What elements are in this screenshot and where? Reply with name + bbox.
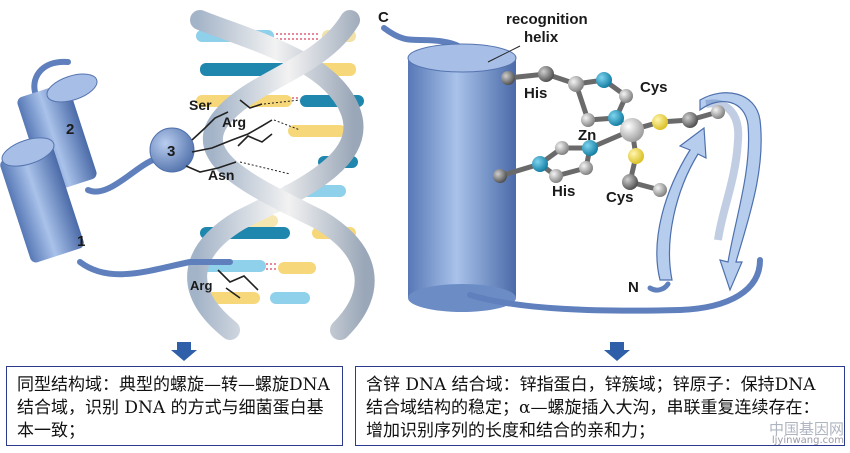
protein-dna-figure: 1 2 3 Ser Arg Asn Arg C recognition heli…	[0, 9, 763, 340]
watermark-site-name: 中国基因网	[768, 420, 844, 438]
right-down-arrow	[604, 342, 630, 361]
zinc-finger-caption-text: 含锌 DNA 结合域：锌指蛋白，锌簇域；锌原子：保持DNA 结合域结构的稳定；α…	[366, 375, 820, 441]
arg-bottom-label: Arg	[190, 278, 212, 293]
recognition-pointer	[487, 45, 521, 63]
asn-label: Asn	[208, 167, 234, 183]
helix-1-label: 1	[77, 233, 85, 250]
helix-2-label: 2	[66, 121, 74, 138]
left-down-arrow	[171, 342, 197, 361]
zn-atom	[620, 118, 644, 142]
figure-labels: 1 2 3 Ser Arg Asn Arg C recognition heli…	[66, 9, 668, 296]
n-terminal-tail	[647, 281, 671, 293]
hth-protein	[0, 58, 301, 299]
n-terminus-label: N	[628, 279, 639, 296]
cys-bottom-label: Cys	[606, 189, 634, 206]
watermark-url: ljyinwang.com	[771, 435, 844, 446]
dna-backbone-front	[187, 10, 364, 340]
helix-3-label: 3	[167, 143, 175, 160]
watermark: 中国基因网 ljyinwang.com	[768, 420, 844, 447]
side-chains	[185, 99, 273, 299]
zn-coordination	[493, 66, 725, 197]
helix-1-cylinder	[0, 137, 84, 263]
beta-hairpin	[656, 92, 762, 292]
ser-label: Ser	[189, 97, 212, 113]
zn-label: Zn	[578, 127, 596, 144]
dna-backbone-back	[202, 10, 375, 340]
helix-3-end	[149, 127, 195, 173]
recognition-label: recognition	[506, 11, 588, 28]
c-terminus-label: C	[378, 9, 389, 26]
helix-label: helix	[524, 29, 559, 46]
zinc-finger-protein	[381, 25, 763, 314]
cys-top-label: Cys	[640, 79, 668, 96]
dna-double-helix	[187, 10, 375, 340]
zinc-finger-caption-box: 含锌 DNA 结合域：锌指蛋白，锌簇域；锌原子：保持DNA 结合域结构的稳定；α…	[355, 366, 845, 446]
hth-caption-text: 同型结构域：典型的螺旋—转—螺旋DNA 结合域，识别 DNA 的方式与细菌蛋白基…	[17, 375, 330, 441]
arg-top-label: Arg	[222, 114, 246, 130]
helix-2-cylinder	[17, 73, 98, 193]
his-top-label: His	[524, 85, 547, 102]
his-bottom-label: His	[552, 183, 575, 200]
hth-caption-box: 同型结构域：典型的螺旋—转—螺旋DNA 结合域，识别 DNA 的方式与细菌蛋白基…	[6, 366, 343, 446]
